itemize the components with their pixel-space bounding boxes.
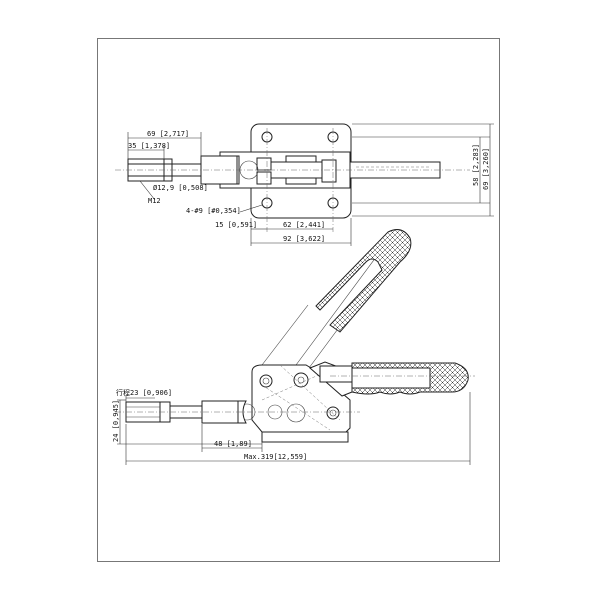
dim-nut-length: 35 [1,378] <box>128 142 170 150</box>
dim-plunger-extension: 48 [1,89] <box>214 440 252 448</box>
dim-max-length: Max.319[12,559] <box>244 453 307 461</box>
dim-height: 24 [0,945] <box>112 400 120 442</box>
dim-hole-offset: 15 [0,591] <box>215 221 257 229</box>
dim-hole-spacing: 62 [2,441] <box>283 221 325 229</box>
drawing-frame <box>97 38 500 562</box>
dim-base-width-inner: 58 [2,283] <box>472 144 480 186</box>
dim-thread: M12 <box>148 197 161 205</box>
dim-overall-stem: 69 [2,717] <box>147 130 189 138</box>
base-flange <box>261 431 349 443</box>
dim-mount-holes: 4-#9 [#0,354] <box>186 207 241 215</box>
dim-base-width-outer: 69 [3,260] <box>482 148 490 190</box>
dim-base-length: 92 [3,622] <box>283 235 325 243</box>
handle-raised <box>261 229 412 373</box>
top-view <box>115 123 494 246</box>
dim-rod-diameter: Ø12,9 [0,508] <box>153 184 208 192</box>
dim-stroke: 行程23 [0,906] <box>116 388 172 397</box>
side-view <box>115 229 475 465</box>
